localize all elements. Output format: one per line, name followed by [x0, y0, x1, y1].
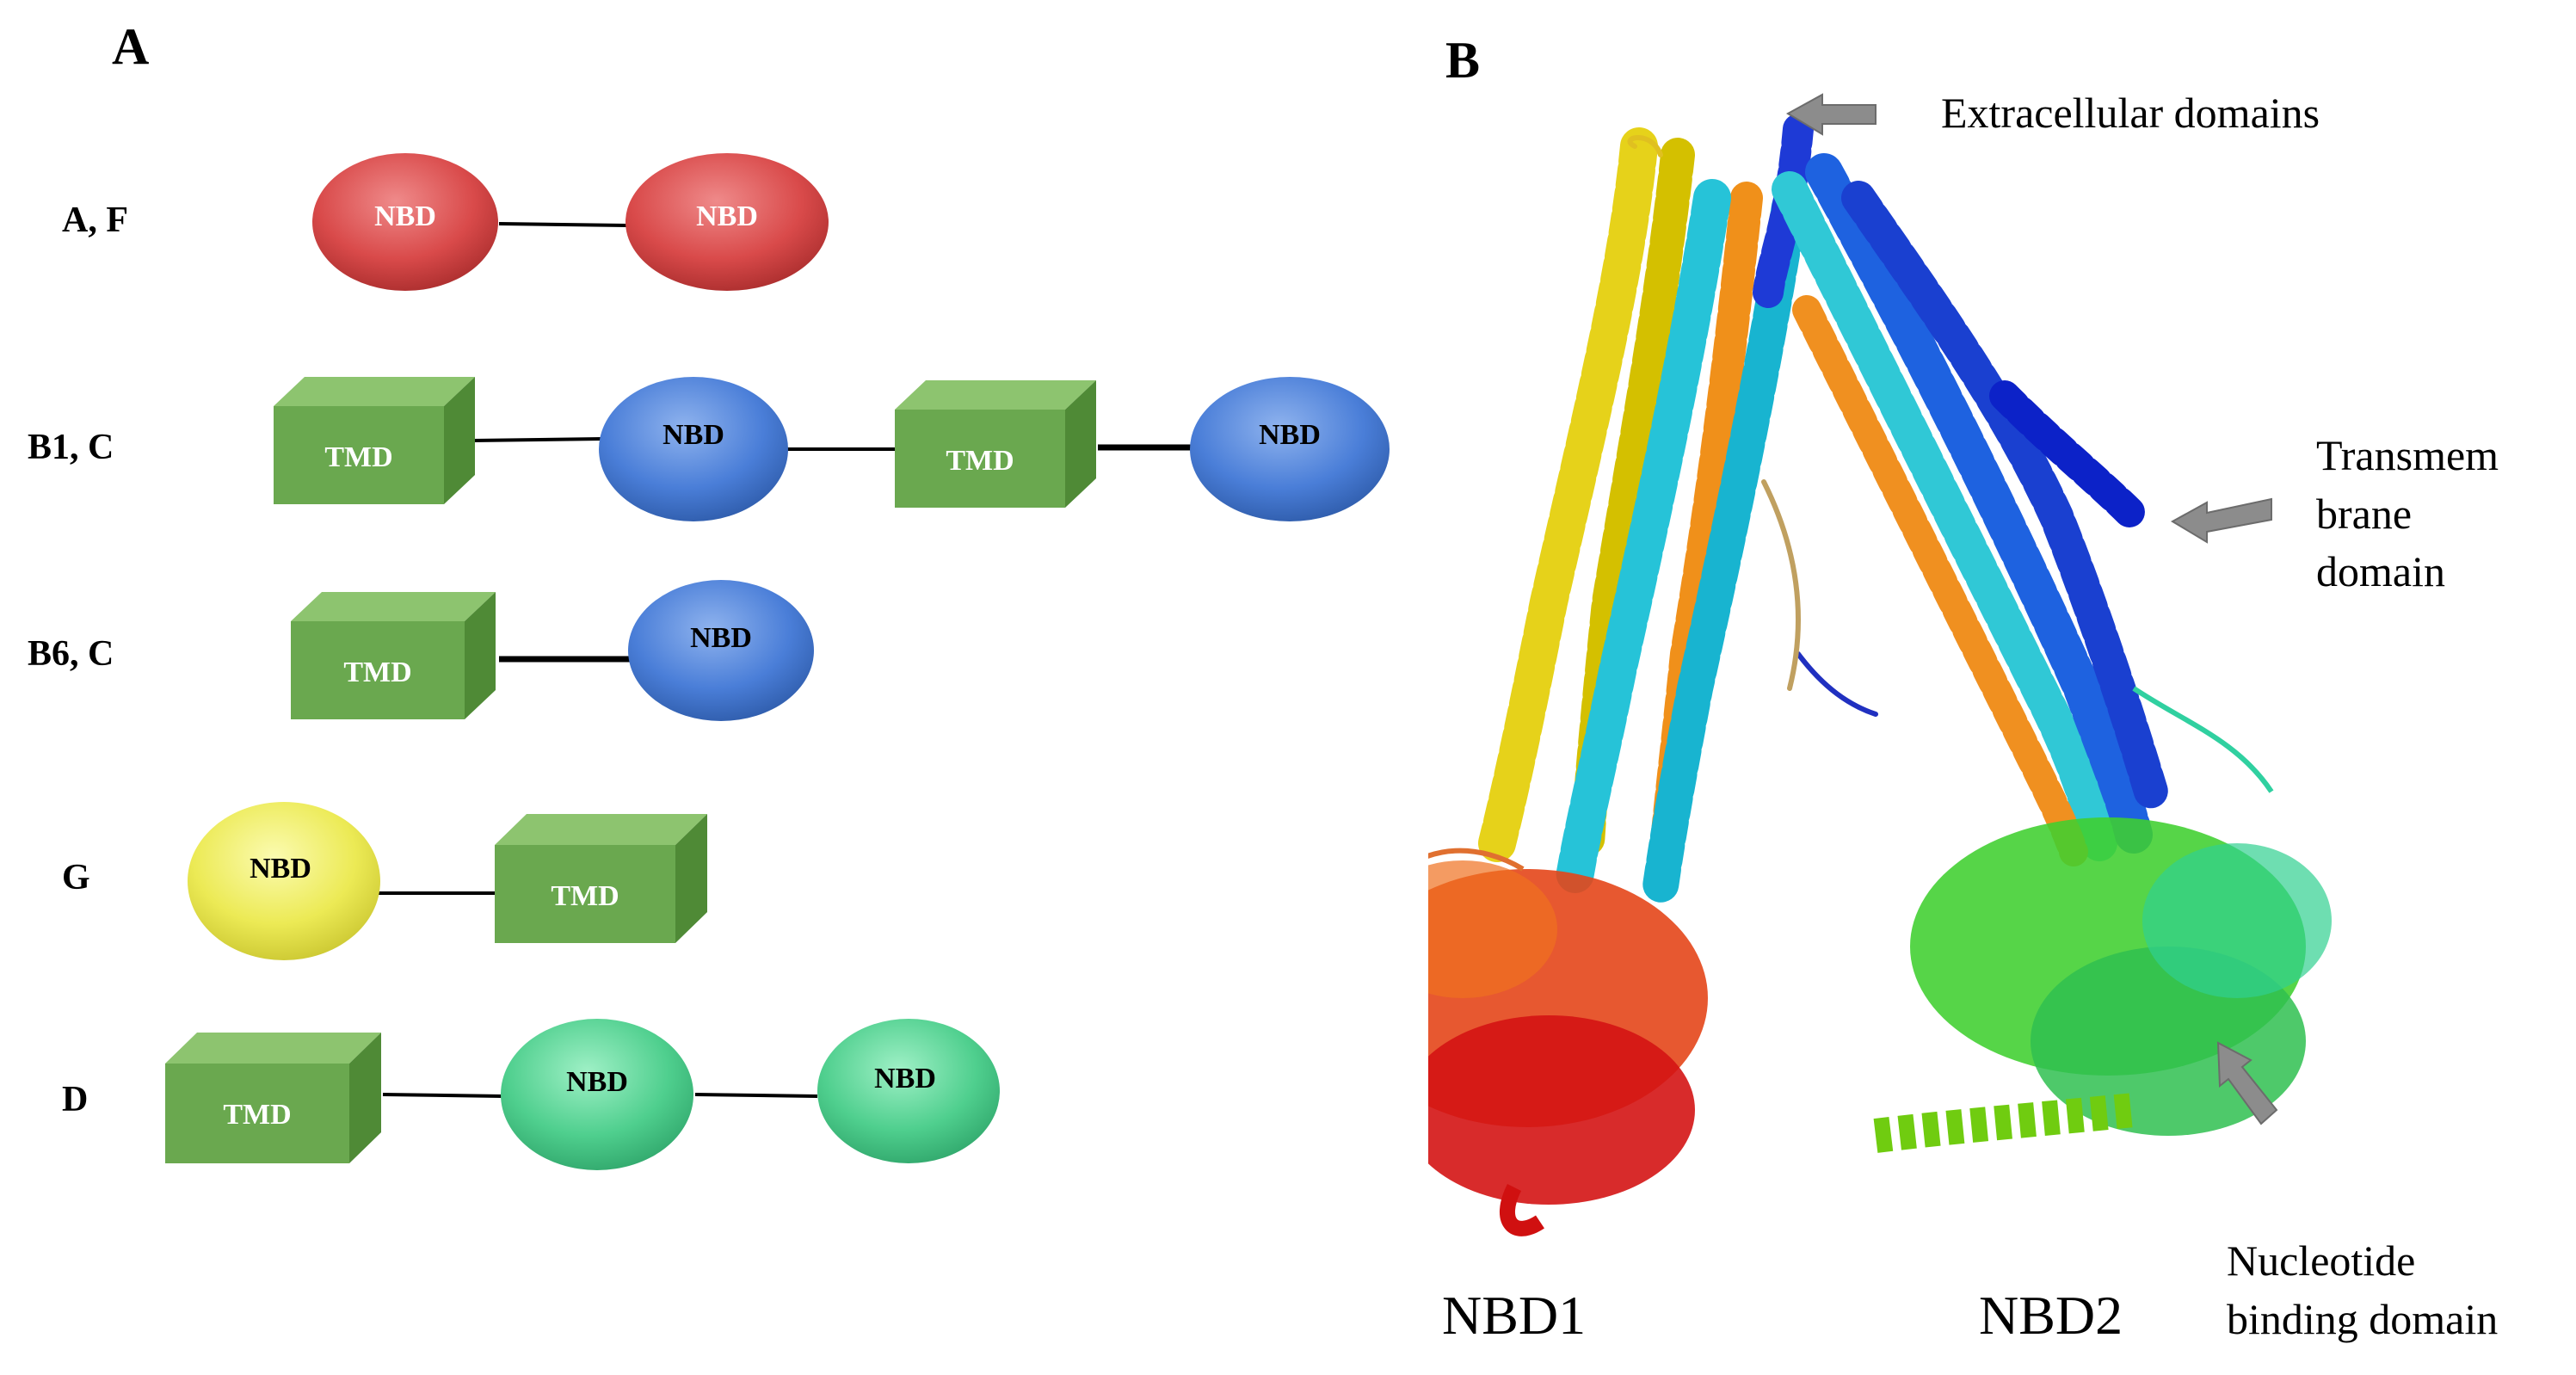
- tmd-label: TMD: [946, 445, 1014, 477]
- helix-blue: [1989, 380, 2149, 532]
- row-label-b6-c: B6, C: [28, 634, 114, 674]
- loop: [1761, 479, 1801, 691]
- nucleotide-line-1: Nucleotide: [2227, 1236, 2416, 1285]
- nbd1-ribbon: [1428, 848, 1708, 1236]
- transmembrane-line-3: domain: [2316, 547, 2445, 595]
- helix-cyan: [1772, 171, 2117, 861]
- nbd-domain: NBD: [817, 1019, 1000, 1163]
- loop: [1796, 651, 1878, 717]
- linker: [472, 437, 603, 442]
- nbd-domain: NBD: [1190, 377, 1390, 521]
- nbd-domain: NBD: [312, 153, 498, 291]
- nbd-domain: NBD: [626, 153, 829, 291]
- extracellular-domains-label: Extracellular domains: [1941, 89, 2320, 137]
- helix-blue: [1841, 181, 2168, 809]
- row-label-g: G: [62, 858, 90, 897]
- helix-blue: [1805, 153, 2153, 854]
- tmd-domain: TMD: [165, 1033, 381, 1163]
- transmembrane-line-1: Transmem: [2316, 431, 2499, 479]
- tmd-label: TMD: [551, 880, 619, 912]
- nbd-label: NBD: [662, 419, 724, 451]
- row-label-d: D: [62, 1080, 89, 1119]
- helix-orange: [1792, 295, 2088, 866]
- linker: [382, 1093, 504, 1098]
- nbd-domain: NBD: [628, 580, 814, 721]
- helix-cyan: [1642, 188, 1808, 904]
- nbd-label: NBD: [566, 1066, 628, 1098]
- helix-yellow: [1478, 127, 1658, 862]
- panel-b-letter: B: [1445, 32, 1481, 89]
- row-label-a-f: A, F: [62, 200, 128, 240]
- nbd-label: NBD: [250, 853, 311, 885]
- nbd-label: NBD: [1259, 419, 1321, 451]
- tmd-label: TMD: [324, 441, 392, 473]
- linker: [694, 1093, 818, 1098]
- nbd1-label: NBD1: [1442, 1285, 1587, 1346]
- transmembrane-domain-label: Transmem brane domain: [2316, 427, 2499, 601]
- transmembrane-line-2: brane: [2316, 489, 2413, 538]
- panel-a-letter: A: [112, 18, 150, 75]
- tmd-domain: TMD: [895, 380, 1096, 508]
- arrow-nucleotide: [2216, 1041, 2278, 1125]
- nbd-domain: NBD: [599, 377, 788, 521]
- nbd-label: NBD: [696, 200, 758, 232]
- tmd-domain: TMD: [291, 592, 496, 719]
- arrow-transmembrane: [2170, 497, 2272, 544]
- tmd-domain: TMD: [274, 377, 475, 504]
- nbd2-label: NBD2: [1979, 1285, 2123, 1346]
- nbd-label: NBD: [690, 622, 752, 654]
- nbd-domain: NBD: [501, 1019, 693, 1170]
- row-label-b1-c: B1, C: [28, 428, 114, 467]
- nucleotide-binding-domain-label: Nucleotide binding domain: [2227, 1232, 2498, 1348]
- helix-cyan: [1556, 179, 1731, 897]
- tmd-label: TMD: [223, 1099, 291, 1131]
- loop: [1627, 135, 1663, 157]
- helix-blue: [1753, 114, 1814, 308]
- tmd-domain: TMD: [495, 814, 707, 943]
- panel-a-domain-diagram: NBD NBD TMD NBD TMD NBD TMD NBD: [165, 153, 1390, 1170]
- nucleotide-line-2: binding domain: [2227, 1294, 2499, 1343]
- nbd-domain: NBD: [188, 802, 380, 960]
- nbd-label: NBD: [374, 200, 436, 232]
- tmd-label: TMD: [343, 657, 411, 688]
- protein-structure-image: [1428, 93, 2332, 1236]
- nbd-label: NBD: [874, 1063, 936, 1094]
- linker: [498, 222, 627, 227]
- arrow-extracellular: [1785, 93, 1877, 136]
